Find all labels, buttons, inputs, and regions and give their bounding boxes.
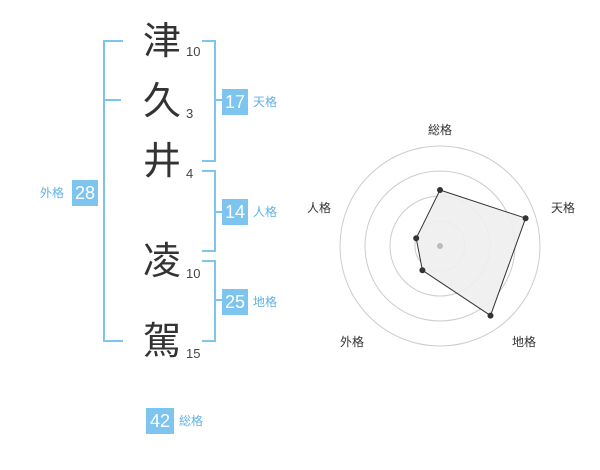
radar-center	[437, 243, 443, 249]
radar-axis-jinkaku: 人格	[307, 200, 331, 215]
tenkaku-label: 天格	[253, 95, 278, 109]
gaikaku-bracket-tick	[105, 99, 121, 101]
name-char-5: 駕	[142, 319, 181, 363]
gaikaku-bracket	[103, 40, 123, 342]
stroke-count-1: 10	[186, 44, 201, 59]
soukaku-value: 42	[146, 408, 174, 434]
name-char-4: 凌	[142, 239, 181, 283]
stroke-count-3: 4	[186, 166, 194, 181]
name-char-3: 井	[142, 139, 181, 183]
radar-axis-tenkaku: 天格	[551, 200, 575, 215]
tenkaku-bracket	[202, 40, 216, 162]
radar-ring-4	[339, 145, 541, 347]
soukaku-label: 総格	[179, 414, 204, 428]
stroke-count-5: 15	[186, 346, 201, 361]
radar-point-3	[487, 312, 494, 319]
jinkaku-label: 人格	[253, 205, 278, 219]
radar-axis-chikaku: 地格	[512, 334, 536, 349]
gaikaku-value: 28	[72, 180, 98, 206]
tenkaku-connector	[214, 99, 222, 101]
radar-point-2	[522, 215, 529, 222]
name-char-2: 久	[142, 79, 181, 123]
radar-shape	[415, 189, 527, 317]
radar-axis-gaikaku: 外格	[340, 334, 364, 349]
kaku-radar-chart: 総格 天格 地格 外格 人格	[307, 122, 575, 349]
stroke-count-2: 3	[186, 106, 194, 121]
radar-point-1	[437, 187, 443, 193]
chikaku-bracket	[202, 260, 216, 342]
tenkaku-value: 17	[222, 89, 248, 115]
chikaku-connector	[214, 299, 222, 301]
chikaku-value: 25	[222, 289, 248, 315]
jinkaku-connector	[214, 211, 222, 213]
stroke-count-4: 10	[186, 266, 201, 281]
name-char-1: 津	[142, 19, 181, 63]
radar-points	[413, 187, 529, 319]
chikaku-label: 地格	[253, 295, 278, 309]
radar-axis-soukaku: 総格	[428, 122, 452, 137]
radar-point-4	[419, 267, 426, 274]
radar-point-5	[413, 235, 420, 242]
gaikaku-label: 外格	[40, 186, 65, 200]
jinkaku-value: 14	[222, 199, 248, 225]
